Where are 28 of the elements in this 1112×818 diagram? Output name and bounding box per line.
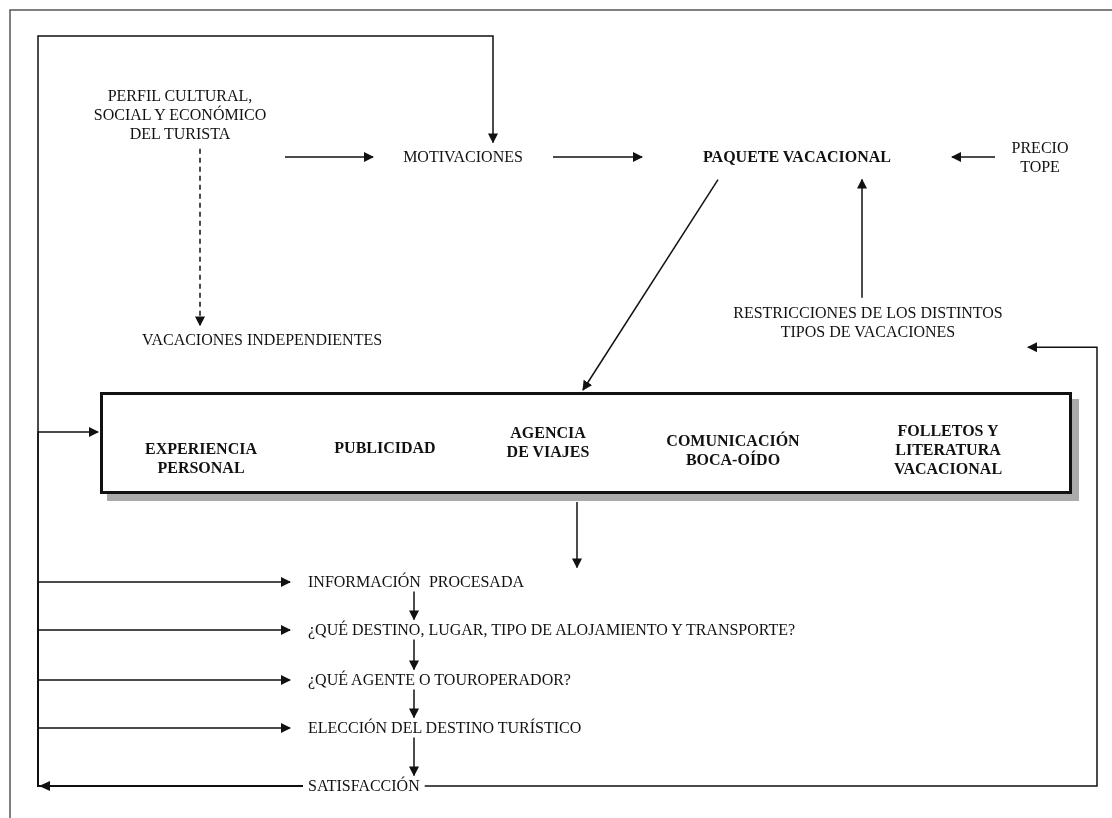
- node-label: EXPERIENCIA PERSONAL: [111, 438, 291, 478]
- node-label: ¿QUÉ AGENTE O TOUROPERADOR?: [308, 670, 571, 690]
- node-label: ELECCIÓN DEL DESTINO TURÍSTICO: [308, 718, 582, 738]
- node-label: COMUNICACIÓN BOCA-OÍDO: [658, 430, 808, 470]
- arrow: [572, 501, 582, 569]
- node-label: VACACIONES INDEPENDIENTES: [82, 330, 442, 350]
- arrow: [284, 152, 374, 162]
- arrow: [409, 590, 419, 621]
- node-label: MOTIVACIONES: [378, 147, 548, 167]
- node-label: PUBLICIDAD: [310, 438, 460, 458]
- node-label: PAQUETE VACACIONAL: [647, 147, 947, 167]
- node-label: ¿QUÉ DESTINO, LUGAR, TIPO DE ALOJAMIENTO Y TRANSPORTE?: [308, 620, 796, 640]
- arrow: [857, 178, 867, 299]
- node-label: INFORMACIÓN PROCESADA: [308, 572, 525, 592]
- node-label: RESTRICCIONES DE LOS DISTINTOS TIPOS DE VACACIONES: [713, 302, 1023, 342]
- arrow: [424, 342, 1098, 787]
- arrow: [409, 688, 419, 719]
- node-label: FOLLETOS Y LITERATURA VACACIONAL: [853, 421, 1043, 479]
- arrow: [552, 152, 643, 162]
- node-label: SATISFACCIÓN: [308, 776, 420, 796]
- node-label: PERFIL CULTURAL, SOCIAL Y ECONÓMICO DEL TURISTA: [80, 86, 280, 144]
- node-label: AGENCIA DE VIAJES: [503, 422, 593, 462]
- arrow: [582, 178, 719, 391]
- arrow: [409, 638, 419, 671]
- arrow: [195, 148, 205, 327]
- arrow: [409, 736, 419, 777]
- arrow: [951, 152, 996, 162]
- node-label: PRECIO TOPE: [1000, 137, 1080, 177]
